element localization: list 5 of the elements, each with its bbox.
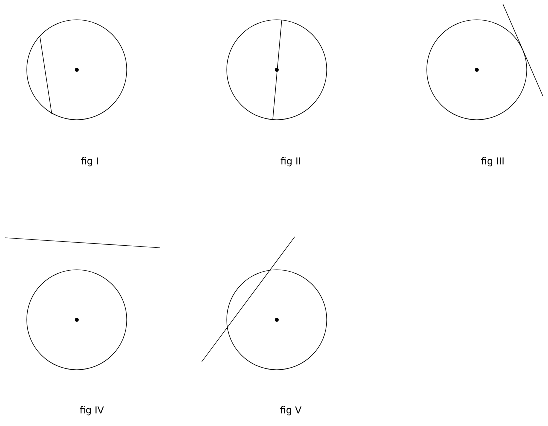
figure-label: fig II (280, 157, 300, 167)
figure-label: fig I (81, 157, 98, 167)
figure-label: fig V (280, 406, 302, 416)
figure-label: fig IV (80, 406, 104, 416)
figure-label: fig III (482, 157, 504, 167)
